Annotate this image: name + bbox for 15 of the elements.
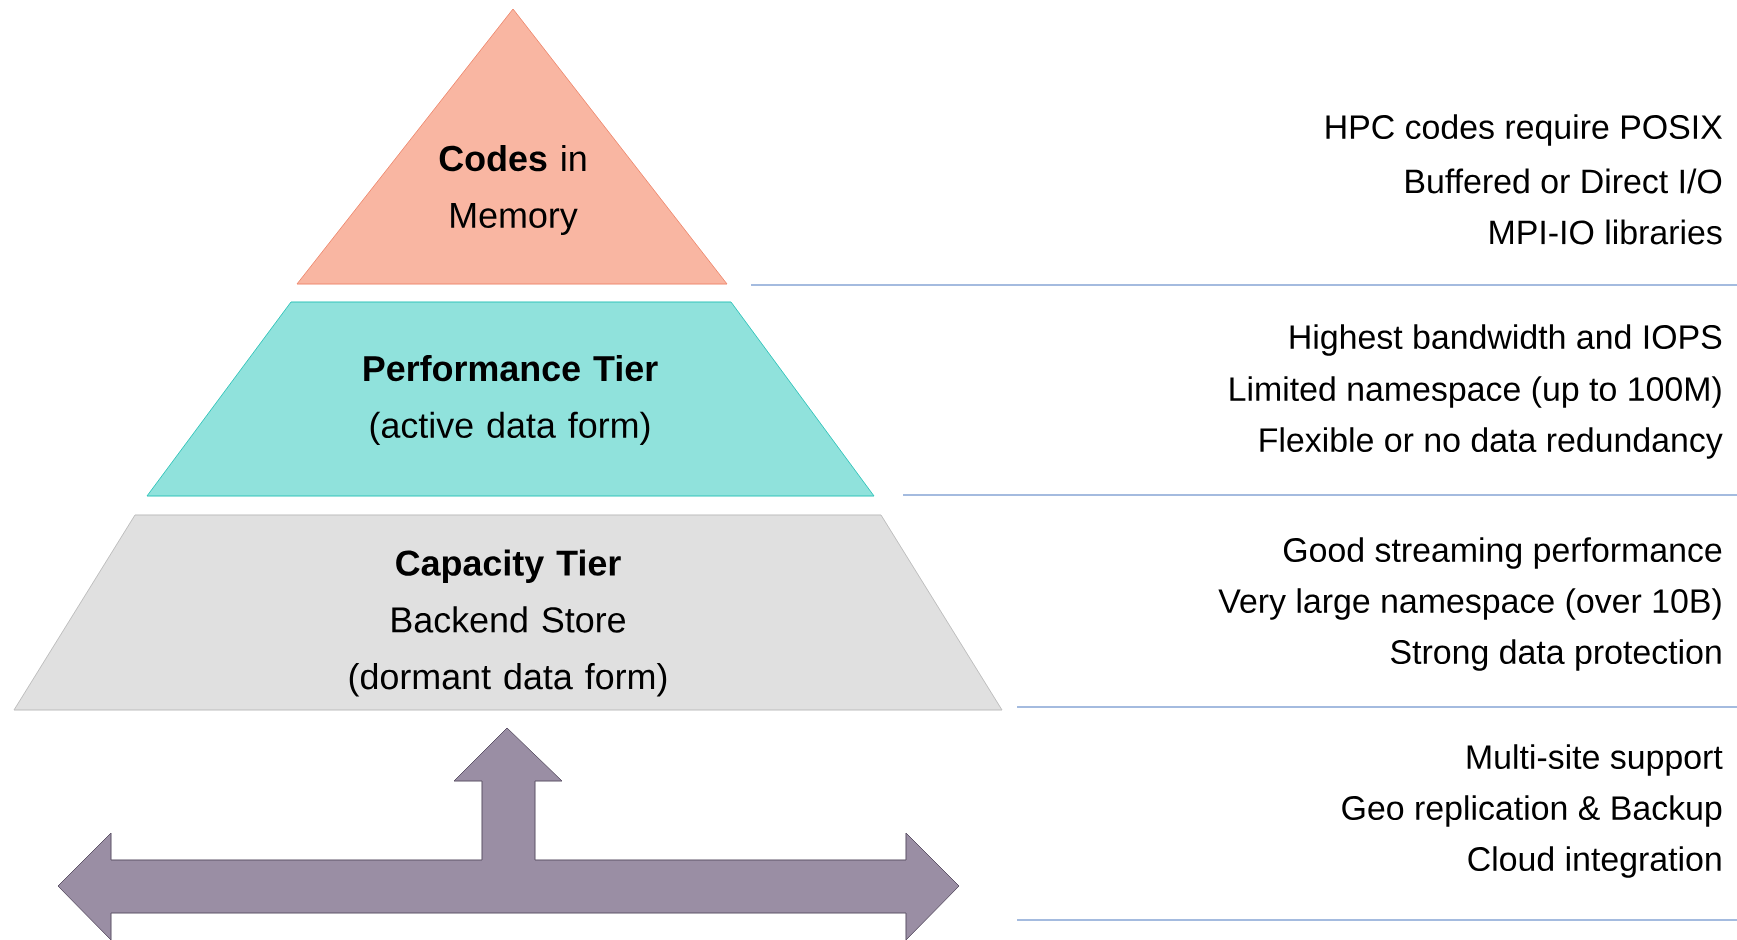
triangle-tier: Codes in Memory — [296, 8, 728, 285]
trapezoid-tier: Performance Tier (active data form) — [146, 301, 875, 497]
note-text: Very large namespace (over 10B) — [1218, 588, 1721, 620]
note-text: Multi-site support — [1467, 744, 1723, 776]
trapezoid-tier: Capacity Tier Backend Store (dormant data form) — [13, 514, 1003, 711]
note-text: Strong data protection — [1391, 639, 1721, 671]
note-text: Good streaming performance — [1283, 537, 1722, 569]
note-text: Highest bandwidth and IOPS — [1290, 324, 1722, 356]
note-text: Limited namespace (up to 100M) — [1230, 376, 1721, 408]
note-text: Flexible or no data redundancy — [1260, 427, 1723, 459]
note-text: Geo replication & Backup — [1342, 795, 1722, 827]
note-text: HPC codes require POSIX — [1326, 114, 1723, 146]
note-text: MPI-IO libraries — [1490, 219, 1722, 245]
note-text: Cloud integration — [1468, 846, 1721, 878]
note-text: Buffered or Direct I/O — [1406, 168, 1722, 194]
